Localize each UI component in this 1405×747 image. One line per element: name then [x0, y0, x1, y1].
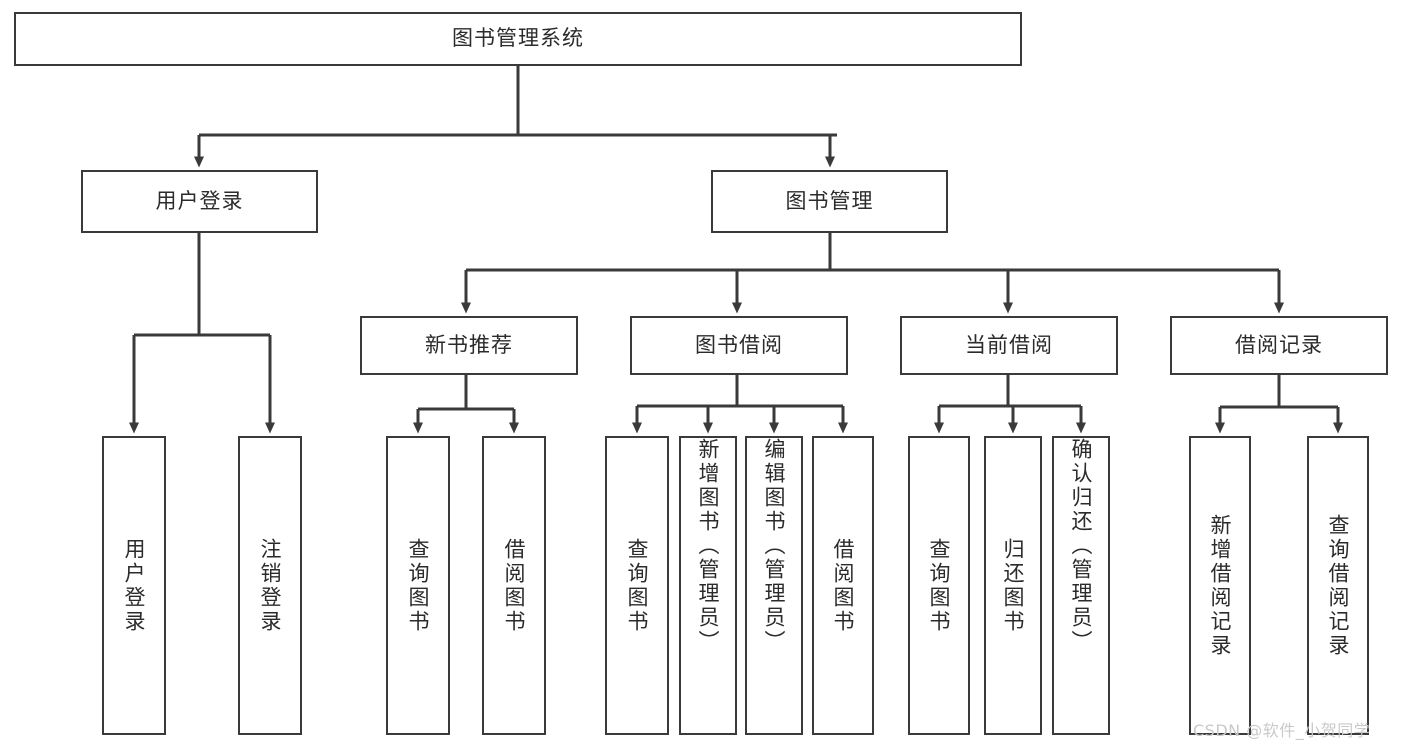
node-leaf-add-book-label: 新增图书（管理员）: [696, 438, 721, 654]
watermark: CSDN @软件_小贺同学: [1193, 721, 1371, 740]
node-leaf-add-book[interactable]: 新增图书（管理员）: [679, 436, 737, 735]
node-leaf-user-login-label: 用户登录: [122, 537, 147, 634]
node-leaf-confirm-return-label: 确认归还（管理员）: [1069, 438, 1094, 654]
node-leaf-borrow-book-2-label: 借阅图书: [831, 537, 856, 634]
node-leaf-edit-book[interactable]: 编辑图书（管理员）: [745, 436, 803, 735]
node-leaf-return-book-label: 归还图书: [1001, 537, 1026, 634]
node-leaf-user-logout[interactable]: 注销登录: [238, 436, 302, 735]
node-user-login[interactable]: 用户登录: [81, 170, 318, 233]
node-leaf-confirm-return[interactable]: 确认归还（管理员）: [1052, 436, 1110, 735]
node-leaf-user-login[interactable]: 用户登录: [102, 436, 166, 735]
node-book-manage[interactable]: 图书管理: [711, 170, 948, 233]
node-leaf-borrow-book-1[interactable]: 借阅图书: [482, 436, 546, 735]
node-user-login-label: 用户登录: [155, 188, 244, 213]
node-current-borrow[interactable]: 当前借阅: [900, 316, 1118, 375]
node-book-borrow-label: 图书借阅: [695, 332, 783, 357]
node-leaf-edit-book-label: 编辑图书（管理员）: [762, 438, 787, 654]
node-borrow-record[interactable]: 借阅记录: [1170, 316, 1388, 375]
node-leaf-borrow-book-1-label: 借阅图书: [502, 537, 527, 634]
node-book-manage-label: 图书管理: [785, 188, 874, 213]
node-leaf-return-book[interactable]: 归还图书: [984, 436, 1042, 735]
node-leaf-query-book-3-label: 查询图书: [927, 537, 952, 634]
node-leaf-query-book-3[interactable]: 查询图书: [908, 436, 970, 735]
node-current-borrow-label: 当前借阅: [965, 332, 1053, 357]
node-leaf-borrow-book-2[interactable]: 借阅图书: [812, 436, 874, 735]
node-leaf-query-book-2-label: 查询图书: [625, 537, 650, 634]
node-leaf-add-record-label: 新增借阅记录: [1208, 513, 1233, 658]
node-book-borrow[interactable]: 图书借阅: [630, 316, 848, 375]
node-new-book-recommend-label: 新书推荐: [425, 332, 513, 357]
node-borrow-record-label: 借阅记录: [1235, 332, 1323, 357]
node-root-label: 图书管理系统: [452, 26, 584, 51]
node-leaf-query-book-2[interactable]: 查询图书: [605, 436, 669, 735]
node-leaf-query-book-1-label: 查询图书: [406, 537, 431, 634]
node-new-book-recommend[interactable]: 新书推荐: [360, 316, 578, 375]
node-leaf-query-record-label: 查询借阅记录: [1326, 513, 1351, 658]
node-root[interactable]: 图书管理系统: [14, 12, 1022, 66]
node-leaf-query-record[interactable]: 查询借阅记录: [1307, 436, 1369, 735]
node-leaf-query-book-1[interactable]: 查询图书: [386, 436, 450, 735]
node-leaf-user-logout-label: 注销登录: [258, 537, 283, 634]
node-leaf-add-record[interactable]: 新增借阅记录: [1189, 436, 1251, 735]
